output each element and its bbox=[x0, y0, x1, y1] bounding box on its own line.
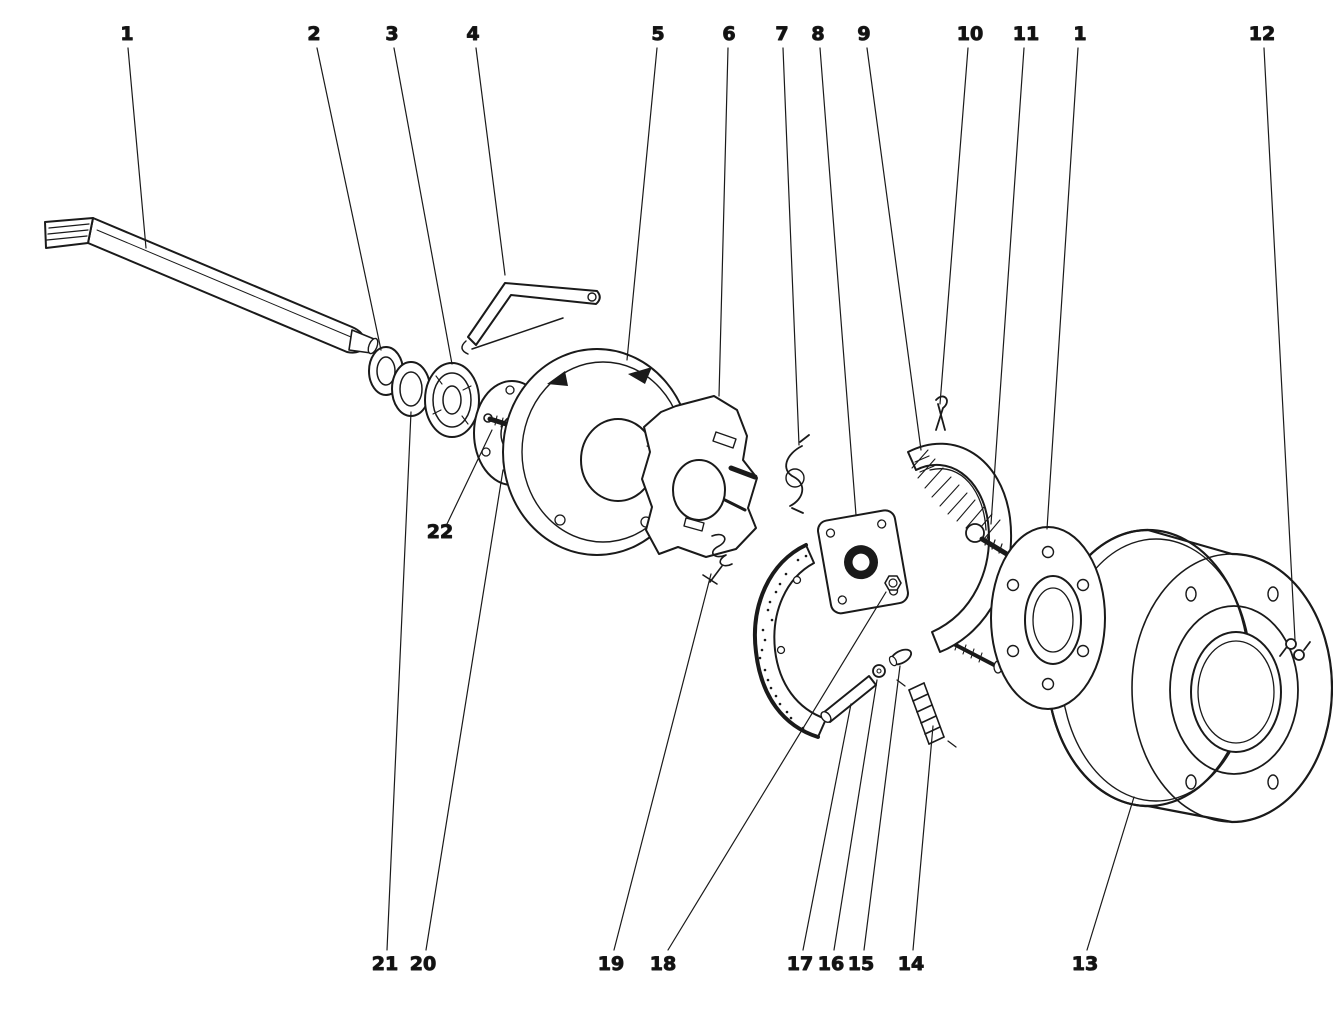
callout-label: 9 bbox=[857, 23, 870, 45]
callout-label: 7 bbox=[775, 23, 788, 45]
callout-label: 21 bbox=[372, 953, 398, 975]
callout-label: 11 bbox=[1013, 23, 1039, 45]
callout-label: 15 bbox=[848, 953, 874, 975]
brake-shoe-assembly bbox=[907, 442, 1012, 653]
handbrake-lever bbox=[461, 282, 601, 355]
return-spring bbox=[785, 434, 810, 514]
adjuster-pin bbox=[965, 523, 1013, 559]
washer-seal bbox=[391, 361, 431, 417]
callout-label: 16 bbox=[818, 953, 844, 975]
callout-label: 4 bbox=[466, 23, 479, 45]
bearing bbox=[424, 362, 480, 438]
brake-shoe-lined bbox=[753, 543, 827, 739]
cotter-pin bbox=[935, 395, 948, 431]
callout-label: 1 bbox=[1073, 23, 1086, 45]
callout-label: 18 bbox=[650, 953, 676, 975]
leader-lines bbox=[127, 47, 1296, 951]
pivot-bolt bbox=[872, 664, 886, 678]
callout-label: 3 bbox=[385, 23, 398, 45]
callout-label: 13 bbox=[1072, 953, 1098, 975]
callout-label: 10 bbox=[957, 23, 983, 45]
callout-label: 14 bbox=[898, 953, 924, 975]
coil-spring bbox=[896, 679, 957, 748]
adjuster-link-rod bbox=[820, 675, 877, 723]
drawing bbox=[44, 217, 1333, 824]
callout-label: 19 bbox=[598, 953, 624, 975]
gasket bbox=[817, 509, 909, 615]
callout-label: 17 bbox=[787, 953, 813, 975]
callout-label: 22 bbox=[427, 521, 453, 543]
callout-label: 12 bbox=[1249, 23, 1275, 45]
hub-flange bbox=[990, 526, 1106, 710]
callout-label: 8 bbox=[811, 23, 824, 45]
retainer-clip bbox=[1279, 638, 1311, 661]
callout-label: 20 bbox=[410, 953, 436, 975]
axle-shaft bbox=[44, 217, 379, 355]
callout-label: 6 bbox=[722, 23, 735, 45]
anchor-plate bbox=[641, 395, 758, 558]
callout-labels: 1 2 3 4 5 6 7 8 9 10 11 1 12 22 21 20 19… bbox=[120, 23, 1276, 976]
callout-label: 1 bbox=[120, 23, 133, 45]
callout-label: 5 bbox=[651, 23, 664, 45]
callout-label: 2 bbox=[307, 23, 320, 45]
barrel-sleeve bbox=[888, 648, 913, 667]
nut bbox=[884, 575, 902, 591]
